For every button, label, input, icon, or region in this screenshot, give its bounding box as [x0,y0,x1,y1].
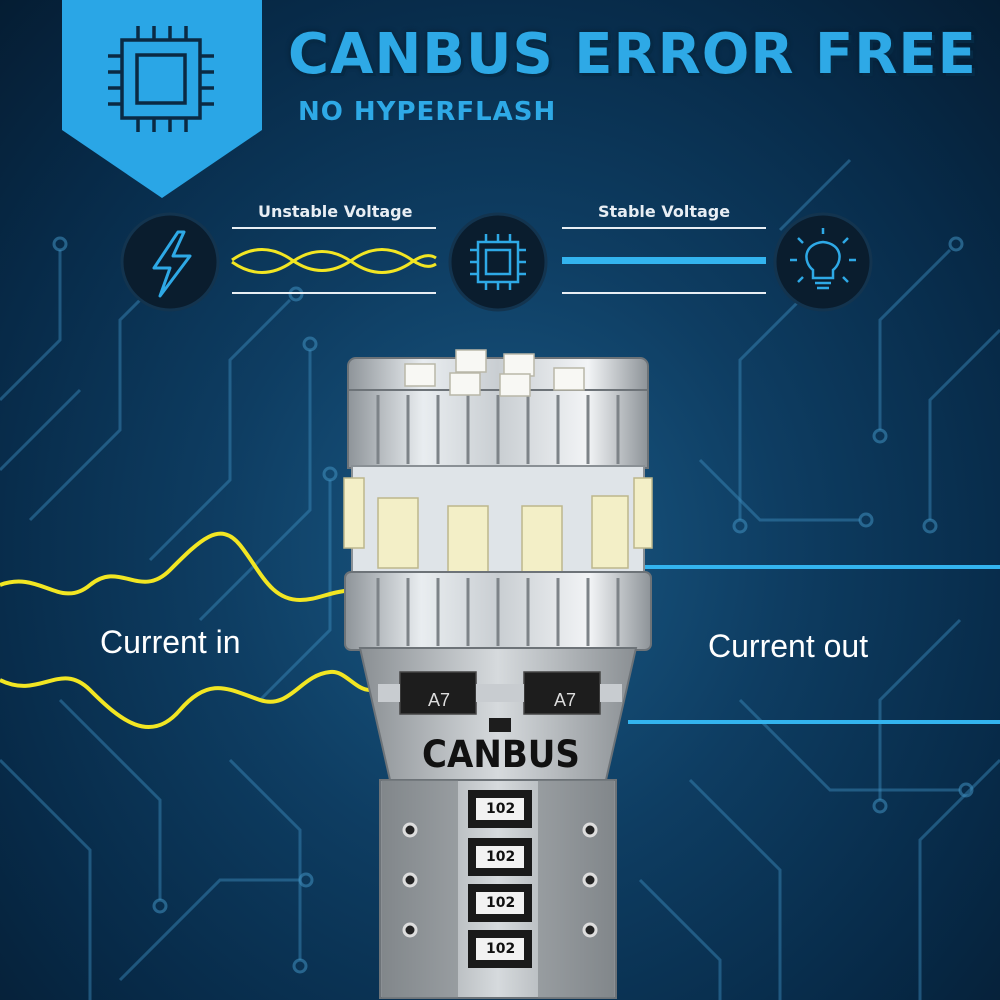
resistor-label: 102 [486,849,516,865]
chip-label-right: A7 [554,690,577,710]
chip-label-left: A7 [428,690,451,710]
headline: CANBUS ERROR FREE [288,22,977,87]
current-in-label: Current in [100,624,241,660]
bulb-brand-text: CANBUS [422,733,580,776]
stable-voltage-label: Stable Voltage [598,202,731,221]
resistor-label: 102 [486,801,516,817]
current-out-label: Current out [708,628,869,664]
resistor-label: 102 [486,941,516,957]
sub-headline: NO HYPERFLASH [298,97,557,127]
resistor-label: 102 [486,895,516,911]
unstable-voltage-label: Unstable Voltage [258,202,413,221]
